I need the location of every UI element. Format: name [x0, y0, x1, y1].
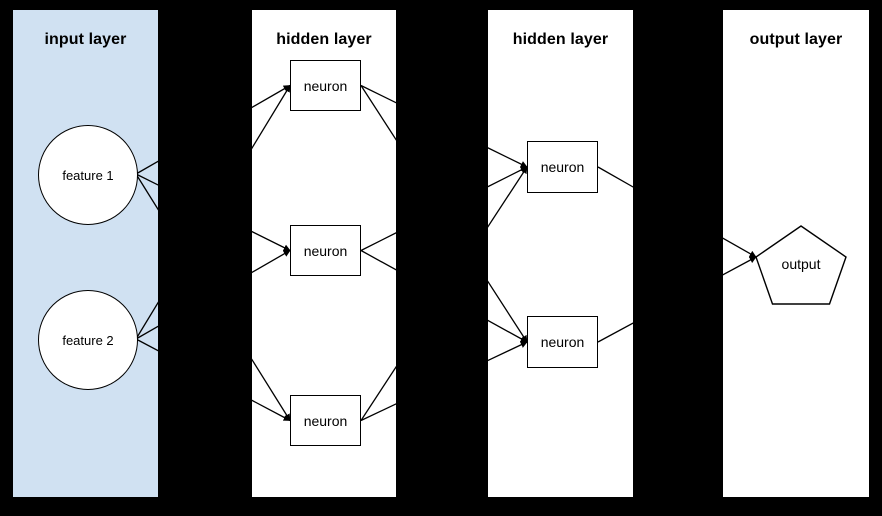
node-hidden1-neuron-2[interactable]: neuron: [290, 225, 361, 276]
node-feature-1[interactable]: feature 1: [38, 125, 138, 225]
hidden-layer-2-title: hidden layer: [512, 31, 609, 48]
layer-panel-input[interactable]: input layer feature 1 feature 2: [13, 10, 158, 497]
edges-input-layer: [135, 160, 158, 352]
node-output-label: output: [781, 256, 821, 272]
input-layer-title: input layer: [44, 31, 127, 48]
layer-panel-hidden-2[interactable]: hidden layer neuron neuron: [488, 10, 633, 497]
node-hidden2-neuron-2[interactable]: neuron: [527, 316, 598, 368]
edges-hidden-layer-2: [488, 147, 633, 362]
layer-panel-output[interactable]: output layer output: [723, 10, 869, 497]
hidden-layer-1-title: hidden layer: [276, 31, 372, 48]
node-hidden1-neuron-1[interactable]: neuron: [290, 60, 361, 111]
node-feature-2[interactable]: feature 2: [38, 290, 138, 390]
output-layer-title: output layer: [749, 31, 843, 48]
node-output[interactable]: output: [755, 225, 847, 305]
layer-panel-hidden-1[interactable]: hidden layer neuron neuron neuron: [252, 10, 396, 497]
node-feature-2-label: feature 2: [62, 332, 114, 348]
node-hidden1-neuron-3-label: neuron: [303, 412, 348, 429]
node-hidden1-neuron-2-label: neuron: [303, 242, 348, 259]
node-hidden1-neuron-1-label: neuron: [303, 77, 348, 94]
node-hidden2-neuron-1-label: neuron: [540, 159, 585, 175]
node-hidden1-neuron-3[interactable]: neuron: [290, 395, 361, 446]
node-hidden2-neuron-2-label: neuron: [540, 334, 585, 350]
node-feature-1-label: feature 1: [62, 167, 114, 183]
node-hidden2-neuron-1[interactable]: neuron: [527, 141, 598, 193]
pentagon-shape-icon: [755, 225, 847, 305]
